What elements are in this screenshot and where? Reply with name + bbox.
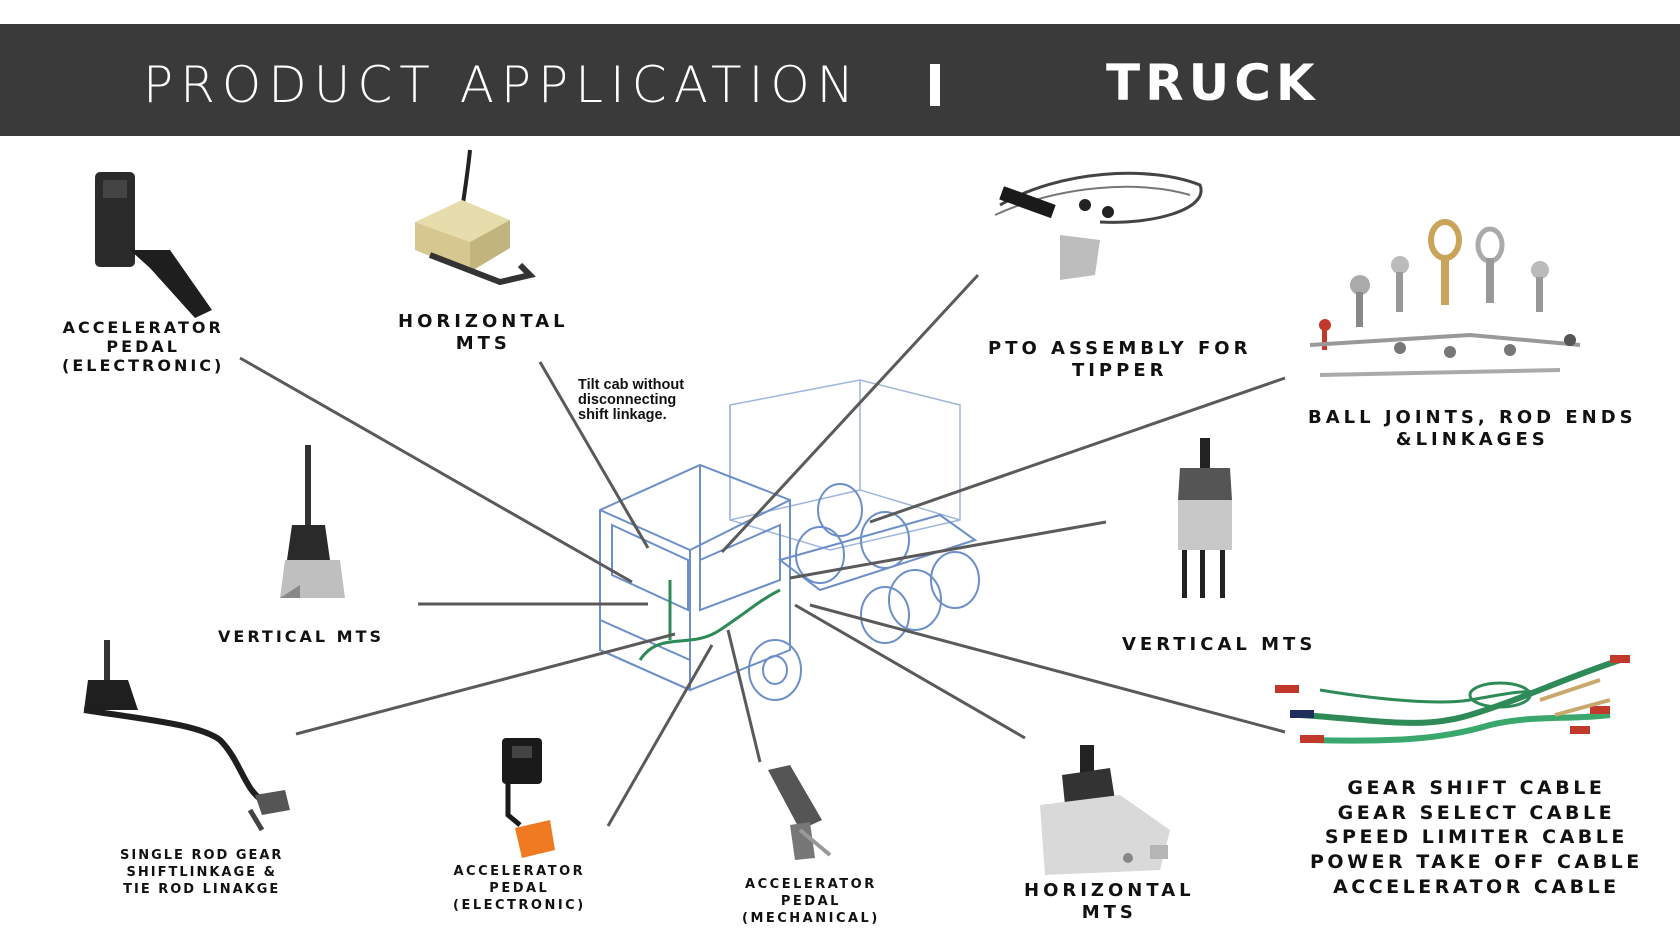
label-line: PEDAL bbox=[106, 337, 180, 357]
label-line: MTS bbox=[455, 332, 511, 354]
label-vertical-mts-right: VERTICAL MTS bbox=[1122, 634, 1316, 656]
vertical-mts-right-image bbox=[1178, 438, 1232, 598]
cables-image bbox=[1275, 655, 1630, 744]
label-line: HORIZONTAL bbox=[398, 311, 569, 332]
ball-joints-image bbox=[1309, 219, 1581, 377]
pto-assembly-image bbox=[994, 171, 1203, 280]
label-line: MTS bbox=[1081, 901, 1137, 923]
accelerator-pedal-electronic-top-image bbox=[95, 172, 212, 318]
label-line: SINGLE ROD GEAR bbox=[120, 848, 284, 863]
label-line: BALL JOINTS, ROD ENDS bbox=[1308, 407, 1637, 428]
vertical-mts-left-image bbox=[280, 445, 345, 598]
horizontal-mts-bottom-image bbox=[1040, 745, 1170, 875]
label-ball-joints: BALL JOINTS, ROD ENDS &LINKAGES bbox=[1308, 407, 1637, 450]
truck-illustration bbox=[599, 379, 980, 701]
label-line: SPEED LIMITER CABLE bbox=[1324, 826, 1628, 849]
label-accelerator-pedal-electronic-bottom: ACCELERATOR PEDAL (ELECTRONIC) bbox=[453, 864, 586, 915]
label-line: GEAR SELECT CABLE bbox=[1337, 801, 1616, 824]
accelerator-pedal-electronic-bottom-image bbox=[502, 738, 555, 858]
label-line: (ELECTRONIC) bbox=[62, 356, 225, 376]
label-line: ACCELERATOR bbox=[453, 864, 586, 879]
label-line: VERTICAL MTS bbox=[218, 627, 385, 646]
single-rod-linkage-image bbox=[83, 640, 290, 832]
label-pto-assembly: PTO ASSEMBLY FOR TIPPER bbox=[988, 338, 1251, 381]
label-line: ACCELERATOR bbox=[745, 877, 877, 892]
label-vertical-mts-left: VERTICAL MTS bbox=[218, 627, 384, 646]
header-banner: PRODUCT APPLICATION I TRUCK bbox=[0, 24, 1680, 136]
note-line: Tilt cab without bbox=[578, 377, 685, 393]
label-line: (ELECTRONIC) bbox=[453, 897, 586, 913]
page-title: PRODUCT APPLICATION bbox=[143, 56, 862, 114]
label-accelerator-pedal-mechanical: ACCELERATOR PEDAL (MECHANICAL) bbox=[742, 877, 880, 928]
label-horizontal-mts-bottom: HORIZONTAL MTS bbox=[1024, 880, 1195, 923]
label-line: POWER TAKE OFF CABLE bbox=[1310, 851, 1643, 874]
label-line: TIE ROD LINAKGE bbox=[123, 881, 281, 897]
label-line: TIPPER bbox=[1071, 359, 1168, 381]
label-line: PEDAL bbox=[489, 880, 550, 896]
pointer-lines bbox=[239, 273, 1286, 827]
label-single-rod-linkage: SINGLE ROD GEAR SHIFTLINKAGE & TIE ROD L… bbox=[120, 848, 283, 899]
label-line: HORIZONTAL bbox=[1024, 880, 1195, 901]
note-line: disconnecting bbox=[578, 392, 677, 409]
label-line: (MECHANICAL) bbox=[742, 910, 880, 926]
label-accelerator-pedal-electronic-top: ACCELERATOR PEDAL (ELECTRONIC) bbox=[62, 318, 224, 376]
label-line: SHIFTLINKAGE & bbox=[126, 864, 277, 880]
label-line: GEAR SHIFT CABLE bbox=[1347, 777, 1606, 799]
label-line: PEDAL bbox=[780, 893, 841, 909]
tilt-cab-note: Tilt cab without disconnecting shift lin… bbox=[578, 377, 685, 424]
horizontal-mts-top-image bbox=[415, 149, 536, 286]
accelerator-pedal-mechanical-image bbox=[768, 765, 832, 860]
label-line: &LINKAGES bbox=[1395, 428, 1549, 450]
label-line: ACCELERATOR bbox=[62, 318, 224, 337]
label-line: VERTICAL MTS bbox=[1122, 634, 1317, 655]
label-horizontal-mts-top: HORIZONTAL MTS bbox=[398, 311, 569, 354]
label-line: PTO ASSEMBLY FOR bbox=[988, 338, 1252, 359]
title-separator: I bbox=[930, 64, 940, 106]
note-line: shift linkage. bbox=[578, 407, 667, 424]
label-cables: GEAR SHIFT CABLE GEAR SELECT CABLE SPEED… bbox=[1310, 776, 1643, 899]
page-subtitle: TRUCK bbox=[1106, 54, 1320, 112]
label-line: ACCELERATOR CABLE bbox=[1333, 875, 1620, 898]
